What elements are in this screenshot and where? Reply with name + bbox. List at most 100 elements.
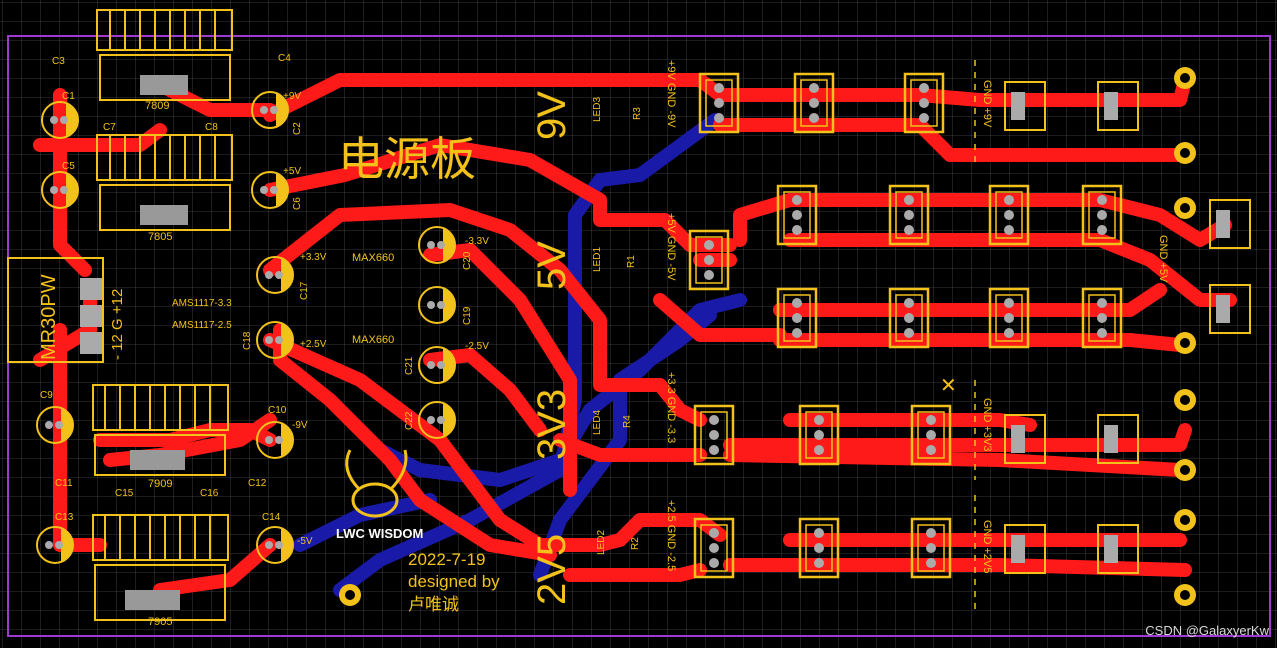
- cap-c13-label: C13: [55, 512, 74, 523]
- ams25-label: AMS1117-2.5: [172, 320, 232, 331]
- side-part-footprint: [1097, 524, 1139, 574]
- ams33-label: AMS1117-3.3: [172, 298, 232, 309]
- rail-5v-text: +5V GND -5V: [665, 213, 677, 281]
- label-minus9v: -9V: [292, 420, 308, 431]
- watermark: CSDN @GalaxyerKw: [1145, 623, 1269, 638]
- label-minus2v5: -2.5V: [465, 341, 489, 352]
- side-part-footprint: [1209, 199, 1251, 249]
- mounting-holes: [339, 67, 1196, 606]
- rail-25-text: +2.5 GND -2.5: [665, 500, 677, 571]
- mounting-hole: [1174, 584, 1196, 606]
- mounting-hole: [1174, 332, 1196, 354]
- cap-c22-label: C22: [404, 411, 415, 430]
- connector-footprint: [776, 287, 818, 349]
- designed-by: designed by: [408, 572, 500, 591]
- mounting-hole: [1174, 389, 1196, 411]
- x-marker: ✕: [940, 375, 957, 397]
- connector-footprint: [888, 287, 930, 349]
- mr30pw-connector: [7, 257, 104, 363]
- cap-c11-label: C11: [55, 478, 73, 489]
- label-plus9v: +9V: [283, 91, 301, 102]
- led3-label: LED3: [592, 97, 603, 122]
- cap-c12-label: C12: [248, 478, 267, 489]
- connector-footprint: [988, 184, 1030, 246]
- cap-c16-label: C16: [200, 488, 219, 499]
- connector-footprint: [698, 72, 740, 134]
- rail-label-3v3: 3V3: [530, 389, 574, 460]
- reg-7809-label: 7809: [145, 100, 169, 112]
- design-date: 2022-7-19: [408, 550, 486, 569]
- silkscreen-text: 电源板 9V 5V 3V3 2V5 2022-7-19 designed by …: [38, 53, 1169, 628]
- side-part-footprints: [1004, 81, 1251, 574]
- cap-c9-label: C9: [40, 390, 53, 401]
- cap-c7-label: C7: [103, 122, 116, 133]
- r4-label: R4: [622, 415, 633, 428]
- author-name: 卢唯诚: [408, 595, 459, 614]
- side-part-footprint: [1209, 284, 1251, 334]
- capacitor-footprint: [256, 526, 294, 564]
- heatsink-7909: [92, 384, 229, 476]
- connector-footprint: [910, 404, 952, 466]
- side-part-footprint: [1004, 414, 1046, 464]
- side-part-footprint: [1004, 81, 1046, 131]
- label-minus5v: -5V: [297, 536, 313, 547]
- connector-footprint: [1081, 287, 1123, 349]
- connector-footprint: [988, 287, 1030, 349]
- connector-footprint: [693, 517, 735, 579]
- cap-c1-label: C1: [62, 91, 75, 102]
- capacitor-footprint: [36, 406, 74, 444]
- heatsink-7905: [92, 514, 229, 621]
- connector-footprint: [910, 517, 952, 579]
- mounting-hole: [1174, 509, 1196, 531]
- connector-footprint: [888, 184, 930, 246]
- r1-label: R1: [626, 255, 637, 268]
- module-name: MR30PW: [38, 274, 60, 360]
- cap-c21-label: C21: [404, 356, 415, 375]
- capacitor-footprint: [418, 346, 456, 384]
- max660-b-label: MAX660: [352, 334, 394, 346]
- capacitor-footprint: [256, 421, 294, 459]
- led1-label: LED1: [592, 247, 603, 272]
- connector-footprint: [1081, 184, 1123, 246]
- capacitor-footprint: [36, 526, 74, 564]
- label-plus3v3: +3.3V: [300, 252, 327, 263]
- cap-c8-label: C8: [205, 122, 218, 133]
- connector-footprint: [693, 404, 735, 466]
- out-5v-text: GND +5V: [1157, 235, 1169, 283]
- r2-label: R2: [630, 537, 641, 550]
- reg-7805-label: 7805: [148, 231, 172, 243]
- side-part-footprint: [1004, 524, 1046, 574]
- connector-footprint: [798, 517, 840, 579]
- cap-c15-label: C15: [115, 488, 134, 499]
- cap-c20-label: C20: [462, 251, 473, 270]
- label-minus3v3: -3.3V: [465, 236, 489, 247]
- capacitor-footprint: [256, 321, 294, 359]
- mounting-hole: [1174, 197, 1196, 219]
- cap-c4-label: C4: [278, 53, 291, 64]
- rail-label-5v: 5V: [530, 241, 574, 290]
- heatsink-7805: [96, 134, 233, 231]
- connector-footprint: [793, 72, 835, 134]
- cap-c10-label: C10: [268, 405, 287, 416]
- capacitor-footprint: [418, 286, 456, 324]
- reg-7905-label: 7905: [148, 616, 172, 628]
- connector-footprint: [776, 184, 818, 246]
- capacitor-footprint: [251, 91, 289, 129]
- cap-c14-label: C14: [262, 512, 281, 523]
- reg-7909-label: 7909: [148, 478, 172, 490]
- board-title: 电源板: [338, 133, 476, 185]
- heatsinks: [92, 9, 233, 621]
- out-25-text: GND +2V5: [981, 520, 993, 574]
- mounting-hole: [1174, 67, 1196, 89]
- capacitor-footprint: [256, 256, 294, 294]
- rail-33-text: +3.3 GND -3.3: [665, 372, 677, 443]
- label-plus2v5: +2.5V: [300, 339, 327, 350]
- cap-c17-label: C17: [299, 281, 310, 300]
- out-9v-text: GND +9V: [981, 80, 993, 128]
- capacitor-footprint: [251, 171, 289, 209]
- r3-label: R3: [632, 107, 643, 120]
- connector-footprints: [688, 72, 1123, 579]
- capacitor-footprint: [418, 401, 456, 439]
- connector-footprint: [903, 72, 945, 134]
